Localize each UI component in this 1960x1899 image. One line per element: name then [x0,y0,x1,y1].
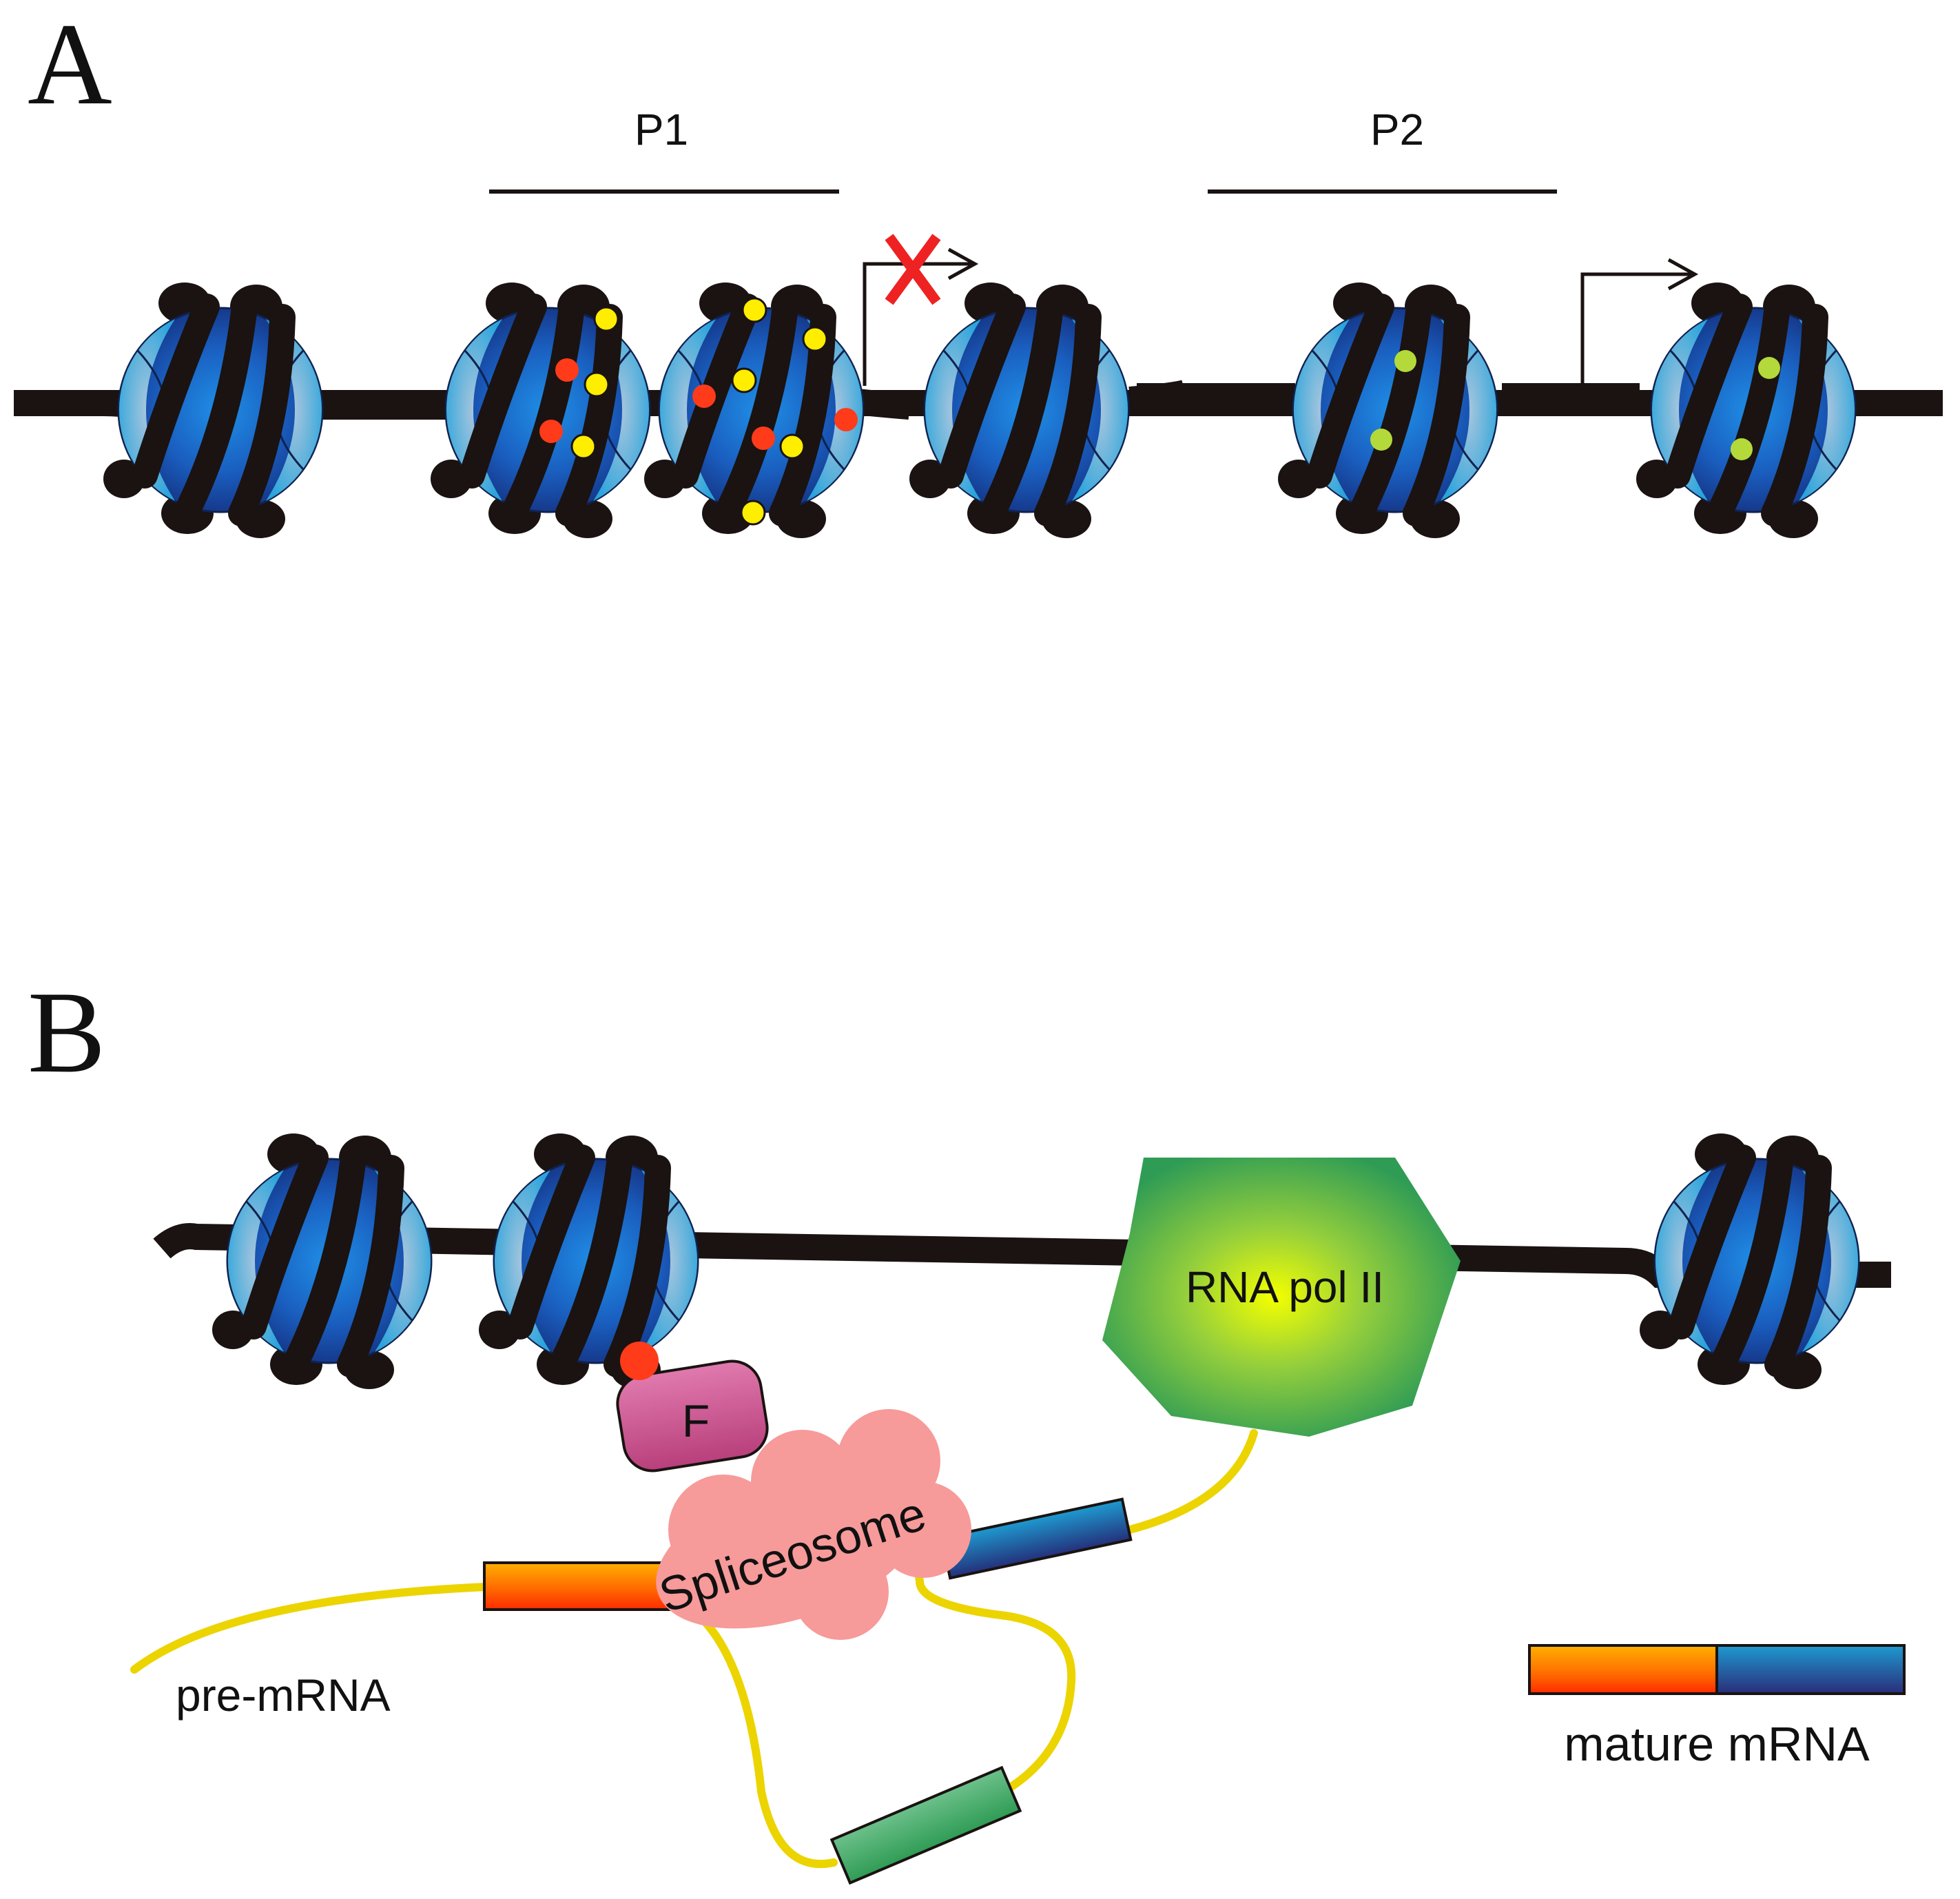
spliceosome [656,1409,971,1640]
histone-mark-red [620,1342,659,1380]
exon-green [829,1765,1022,1885]
panel-a-letter: A [28,0,112,129]
nucleosome [1636,283,1855,538]
mature-mrna-exon-blue [1715,1644,1906,1695]
nucleosome [1640,1133,1859,1389]
nucleosome [103,283,322,538]
panel-b-letter: B [28,967,105,1097]
splicing-factor [616,1359,769,1472]
pre-mrna-label: pre-mRNA [176,1670,391,1721]
rna-polymerase [1102,1158,1461,1437]
inactive-x-icon [885,234,941,305]
panel-a: A [14,0,1943,538]
polymerase-label: RNA pol II [1186,1262,1384,1312]
promoter-label-p1: P1 [635,105,688,154]
exon-orange [483,1561,670,1611]
mature-mrna-exon-orange [1528,1644,1718,1695]
panel-b: B RNA pol II Spliceosome F [28,967,1906,1885]
nucleosome [1278,283,1497,538]
pre-mrna-strand [130,1429,1258,1869]
histone-marks-yellow [570,297,828,526]
tss-arrow-p2 [1580,258,1699,396]
histone-marks-green [1370,350,1780,460]
mature-mrna-label: mature mRNA [1564,1717,1870,1771]
nucleosome [212,1133,431,1389]
nucleosome [479,1133,698,1389]
factor-label: F [682,1395,710,1446]
histone-marks-red [539,358,858,450]
nucleosome [909,283,1128,538]
tss-arrow-p1 [863,247,979,386]
promoter-label-p2: P2 [1370,105,1424,154]
